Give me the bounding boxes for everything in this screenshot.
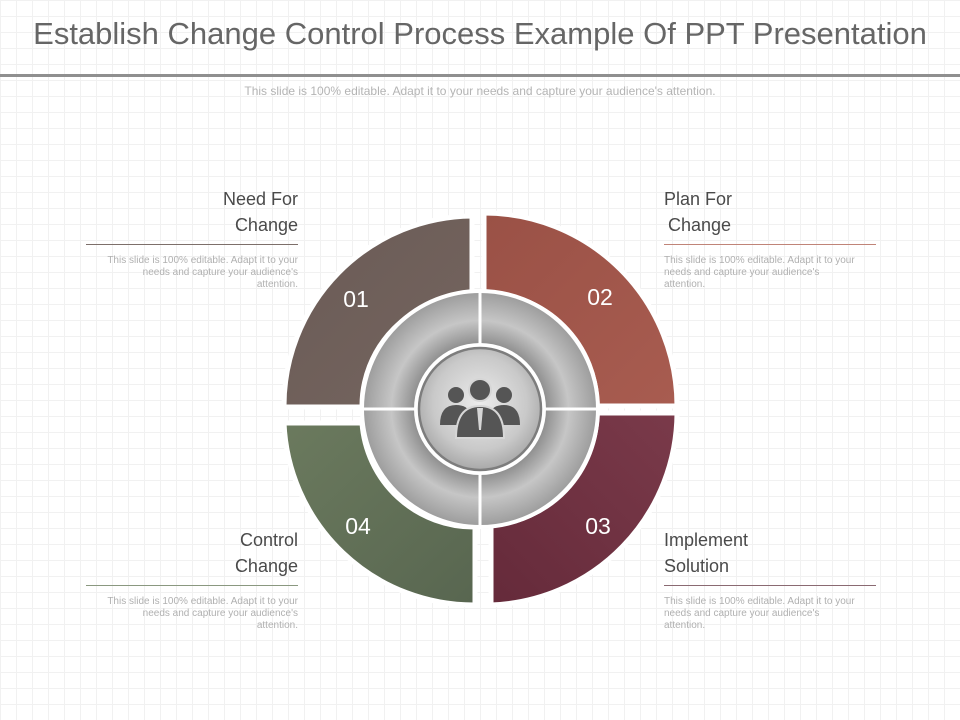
step-block-03: Implement Solution This slide is 100% ed… <box>664 527 876 632</box>
step-heading-line2: Change <box>234 215 298 235</box>
page-title: Establish Change Control Process Example… <box>33 16 927 51</box>
segment-number-04: 04 <box>345 513 371 539</box>
step-heading-line2: Change <box>234 556 298 576</box>
step-block-01: Need For Change This slide is 100% edita… <box>86 186 298 291</box>
step-block-04: Control Change This slide is 100% editab… <box>86 527 298 632</box>
step-description: This slide is 100% editable. Adapt it to… <box>107 255 298 290</box>
segment-number-01: 01 <box>343 286 369 312</box>
step-divider <box>664 244 876 245</box>
step-heading-line1: Plan For <box>664 189 733 209</box>
segment-04 <box>281 420 478 608</box>
step-block-02: Plan For Change This slide is 100% edita… <box>664 186 876 291</box>
step-heading-line2: Change <box>668 215 732 235</box>
step-heading-line1: Control <box>239 530 298 550</box>
step-description: This slide is 100% editable. Adapt it to… <box>664 255 855 290</box>
step-heading-line1: Implement <box>664 530 749 550</box>
step-description: This slide is 100% editable. Adapt it to… <box>664 596 855 631</box>
step-description: This slide is 100% editable. Adapt it to… <box>107 596 298 631</box>
step-divider <box>664 585 876 586</box>
step-divider <box>86 244 298 245</box>
page-subtitle: This slide is 100% editable. Adapt it to… <box>244 84 716 98</box>
step-heading-line1: Need For <box>222 189 298 209</box>
title-divider <box>0 74 960 77</box>
segment-number-03: 03 <box>585 513 611 539</box>
people-group-icon <box>440 378 520 439</box>
segment-number-02: 02 <box>587 284 613 310</box>
step-divider <box>86 585 298 586</box>
step-heading-line2: Solution <box>664 556 730 576</box>
